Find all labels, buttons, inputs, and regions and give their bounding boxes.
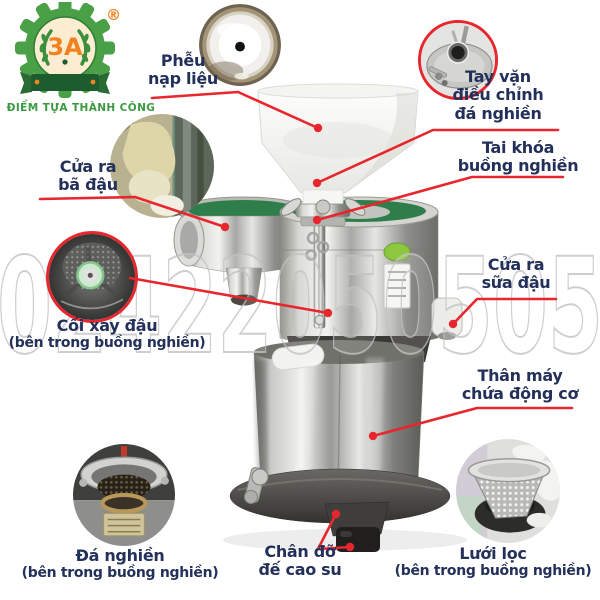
- pulp-outlet-photo: [110, 114, 214, 218]
- callout-grinder: Cối xay đậu (bên trong buồng nghiền): [2, 316, 212, 352]
- leader-chamber-lock: [315, 175, 565, 222]
- callout-line: Cối xay đậu: [56, 316, 158, 335]
- callout-filter-mesh: Lưới lọc (bên trong buồng nghiền): [393, 544, 593, 580]
- callout-line: Phễu: [160, 51, 206, 70]
- callout-chamber-lock: Tai khóa buồng nghiền: [448, 138, 588, 176]
- leader-adjust-knob: [315, 128, 560, 185]
- motor-body-part: [253, 340, 425, 503]
- callout-hopper: Phễu nạp liệu: [128, 51, 238, 89]
- callout-line: chứa động cơ: [461, 384, 579, 404]
- callout-line: Cửa ra: [487, 255, 545, 274]
- callout-line: sữa đậu: [481, 273, 551, 293]
- callout-line: Chân đỡ: [264, 542, 336, 561]
- leader-hopper: [150, 90, 320, 130]
- leader-pulp-outlet: [38, 195, 227, 229]
- callout-rubber-feet: Chân đỡ đế cao su: [240, 542, 360, 580]
- callout-line: (bên trong buồng nghiền): [21, 565, 219, 582]
- leader-milk-outlet: [451, 297, 558, 326]
- registered-mark: ®: [106, 6, 121, 24]
- hopper-top-photo: [199, 4, 281, 86]
- callout-line: Thân máy: [477, 366, 563, 385]
- brand-logo: 3A ® ĐIỂM TỰA THÀNH CÔNG: [7, 2, 160, 122]
- callout-milk-outlet: Cửa ra sữa đậu: [456, 255, 576, 293]
- drain-fitting-part: [244, 467, 269, 504]
- callout-line: nạp liệu: [147, 69, 219, 89]
- callout-line: điều chỉnh: [452, 85, 544, 105]
- callout-line: Cửa ra: [59, 157, 117, 176]
- callout-line: buồng nghiền: [457, 156, 579, 176]
- callout-pulp-outlet: Cửa ra bã đậu: [33, 157, 143, 195]
- callout-grind-stone: Đá nghiền (bên trong buồng nghiền): [10, 546, 230, 582]
- grinding-cone-photo: [46, 231, 138, 323]
- callout-line: đế cao su: [258, 560, 342, 580]
- callout-line: đá nghiền: [454, 103, 542, 123]
- callout-line: Lưới lọc: [459, 544, 527, 563]
- callout-line: bã đậu: [58, 175, 118, 195]
- gear-logo-icon: 3A: [15, 2, 115, 98]
- callout-line: (bên trong buồng nghiền): [8, 335, 206, 352]
- callout-motor-body: Thân máy chứa động cơ: [450, 366, 590, 404]
- callout-adjust-knob: Tay vặn điều chỉnh đá nghiền: [428, 67, 568, 123]
- leader-rubber-feet-2: [316, 545, 352, 551]
- callout-line: (bên trong buồng nghiền): [394, 563, 592, 580]
- chamber-sticker: [383, 242, 411, 309]
- leader-rubber-feet-1: [316, 512, 338, 551]
- logo-slogan: ĐIỂM TỰA THÀNH CÔNG: [6, 102, 156, 114]
- collar-clamp-part: [280, 198, 366, 227]
- callout-line: Tai khóa: [481, 138, 555, 157]
- leader-motor-body: [371, 406, 574, 438]
- logo-brand-text: 3A: [47, 33, 83, 61]
- pulp-outlet-part: [173, 196, 310, 306]
- chamber-clamp-part: [305, 213, 330, 329]
- callout-line: Tay vặn: [465, 67, 531, 86]
- hopper-part: [257, 83, 419, 207]
- adjust-knob-photo: [418, 20, 498, 100]
- leader-grinder: [128, 276, 330, 315]
- callout-line: Đá nghiền: [75, 546, 165, 565]
